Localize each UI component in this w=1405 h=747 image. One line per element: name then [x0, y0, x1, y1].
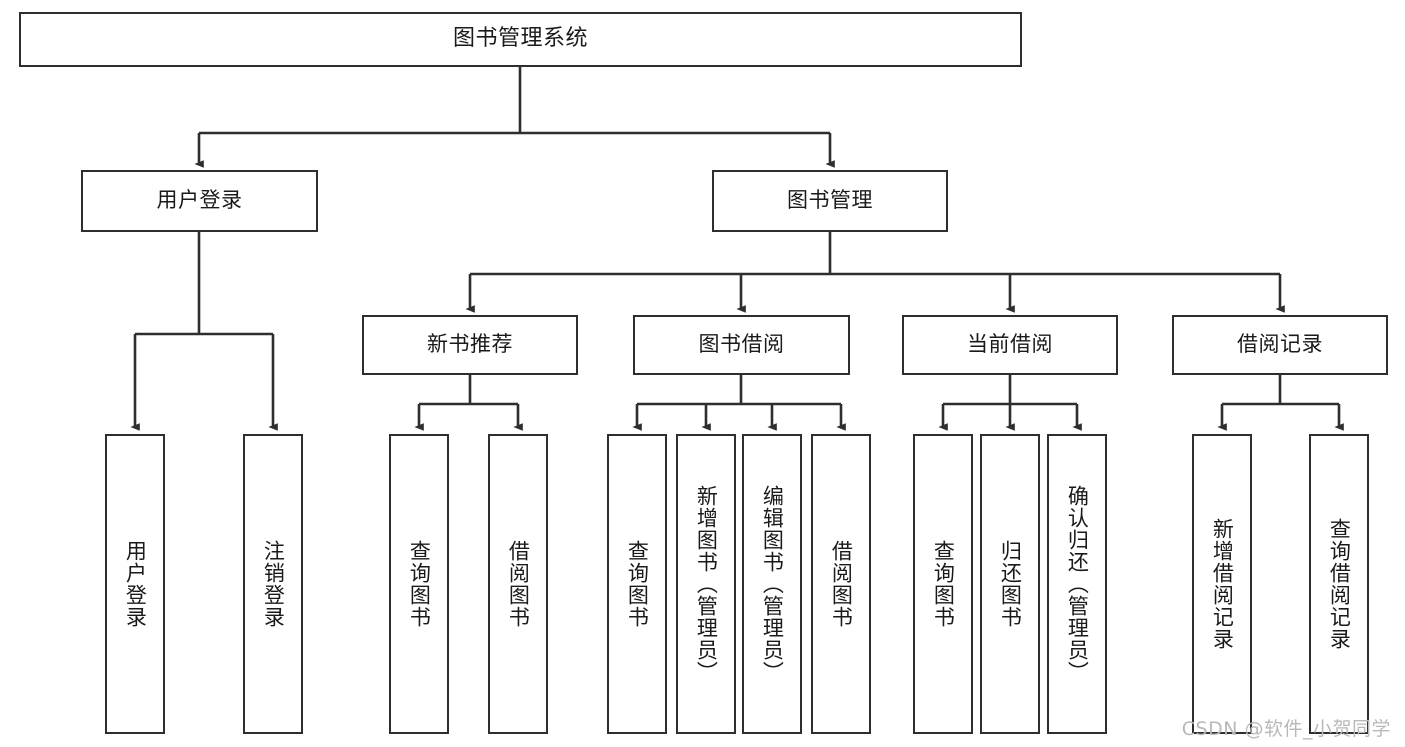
- node-label: 图书管理: [787, 188, 873, 213]
- node-label: 注销登录: [261, 540, 286, 628]
- node-label: 用户登录: [123, 540, 148, 628]
- node-label: 查询图书: [931, 540, 956, 628]
- node-book-borrow[interactable]: 图书借阅: [633, 315, 850, 375]
- node-label: 编辑图书（管理员）: [760, 485, 785, 683]
- node-current-borrow[interactable]: 当前借阅: [902, 315, 1118, 375]
- node-label: 查询图书: [625, 540, 650, 628]
- node-label: 确认归还（管理员）: [1065, 485, 1090, 683]
- node-label: 当前借阅: [967, 332, 1053, 357]
- leaf-borrow-book-newbook[interactable]: 借阅图书: [488, 434, 548, 734]
- node-label: 归还图书: [998, 540, 1023, 628]
- node-label: 借阅图书: [506, 540, 531, 628]
- node-label: 图书管理系统: [452, 26, 588, 52]
- leaf-confirm-return-admin[interactable]: 确认归还（管理员）: [1047, 434, 1107, 734]
- leaf-query-book-borrow[interactable]: 查询图书: [607, 434, 667, 734]
- leaf-edit-book-admin[interactable]: 编辑图书（管理员）: [742, 434, 802, 734]
- node-label: 查询借阅记录: [1327, 518, 1352, 650]
- leaf-query-book-newbook[interactable]: 查询图书: [389, 434, 449, 734]
- leaf-query-borrow-record[interactable]: 查询借阅记录: [1309, 434, 1369, 734]
- node-borrow-record[interactable]: 借阅记录: [1172, 315, 1388, 375]
- leaf-borrow-book-borrow[interactable]: 借阅图书: [811, 434, 871, 734]
- leaf-user-login[interactable]: 用户登录: [105, 434, 165, 734]
- node-root-system[interactable]: 图书管理系统: [19, 12, 1022, 67]
- node-label: 查询图书: [407, 540, 432, 628]
- node-new-book-recommend[interactable]: 新书推荐: [362, 315, 578, 375]
- node-label: 新增图书（管理员）: [694, 485, 719, 683]
- leaf-logout[interactable]: 注销登录: [243, 434, 303, 734]
- node-label: 新书推荐: [427, 332, 513, 357]
- node-label: 用户登录: [156, 188, 243, 213]
- node-user-login[interactable]: 用户登录: [81, 170, 318, 232]
- leaf-return-book[interactable]: 归还图书: [980, 434, 1040, 734]
- leaf-add-borrow-record[interactable]: 新增借阅记录: [1192, 434, 1252, 734]
- node-book-management[interactable]: 图书管理: [712, 170, 948, 232]
- leaf-add-book-admin[interactable]: 新增图书（管理员）: [676, 434, 736, 734]
- node-label: 图书借阅: [698, 332, 785, 357]
- node-label: 新增借阅记录: [1210, 518, 1235, 650]
- leaf-query-book-current[interactable]: 查询图书: [913, 434, 973, 734]
- node-label: 借阅记录: [1237, 332, 1323, 357]
- node-label: 借阅图书: [829, 540, 854, 628]
